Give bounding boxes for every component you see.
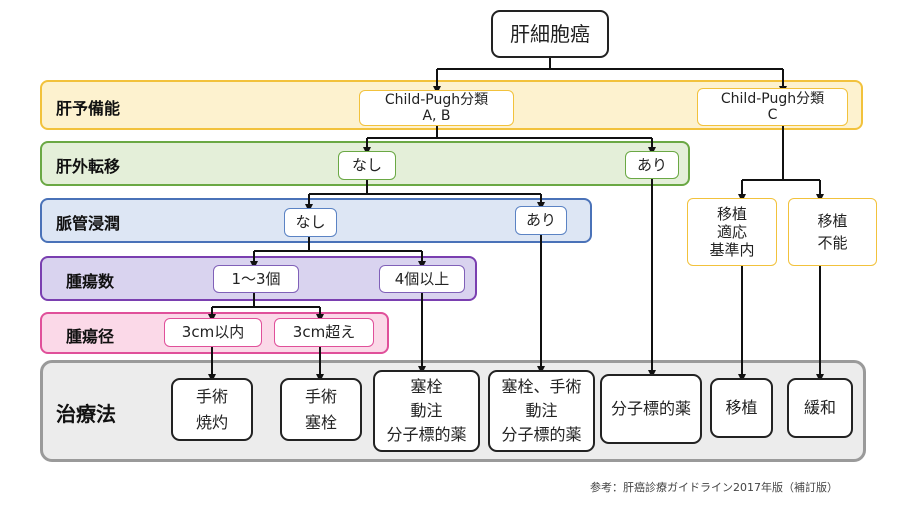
vascular-none-node: なし xyxy=(284,208,337,237)
treatment-embolization-surgery-infusion-targeted: 塞栓、手術 動注 分子標的薬 xyxy=(488,370,595,452)
tumor-count-1-3-node: 1～3個 xyxy=(213,265,299,293)
child-pugh-ab-node: Child-Pugh分類 A, B xyxy=(359,90,514,126)
title-node: 肝細胞癌 xyxy=(491,10,609,58)
treatment-surgery-embolization: 手術 塞栓 xyxy=(280,378,362,441)
child-pugh-c-node: Child-Pugh分類 C xyxy=(697,88,848,126)
row-label-treatment: 治療法 xyxy=(56,402,116,426)
treatment-palliative: 緩和 xyxy=(787,378,853,438)
row-label-vascular: 脈管浸潤 xyxy=(56,214,121,233)
transplant-eligible-node: 移植 適応 基準内 xyxy=(687,198,777,266)
row-label-liver-reserve: 肝予備能 xyxy=(56,99,121,118)
treatment-transplant: 移植 xyxy=(710,378,773,438)
transplant-ineligible-node: 移植 不能 xyxy=(788,198,877,266)
tumor-size-gt3cm-node: 3cm超え xyxy=(274,318,374,347)
tumor-count-4plus-node: 4個以上 xyxy=(379,265,465,293)
tumor-size-le3cm-node: 3cm以内 xyxy=(164,318,262,347)
treatment-surgery-ablation: 手術 焼灼 xyxy=(171,378,253,441)
extrahepatic-none-node: なし xyxy=(338,151,396,180)
vascular-present-node: あり xyxy=(515,206,567,235)
treatment-molecular-targeted: 分子標的薬 xyxy=(600,374,702,444)
row-label-tumor-count: 腫瘍数 xyxy=(66,272,115,291)
reference-note: 参考：肝癌診療ガイドライン2017年版（補訂版） xyxy=(590,481,838,494)
treatment-embolization-infusion-targeted: 塞栓 動注 分子標的薬 xyxy=(373,370,480,452)
row-label-tumor-size: 腫瘍径 xyxy=(66,327,115,346)
row-label-extrahepatic: 肝外転移 xyxy=(56,157,121,176)
extrahepatic-present-node: あり xyxy=(625,151,679,179)
